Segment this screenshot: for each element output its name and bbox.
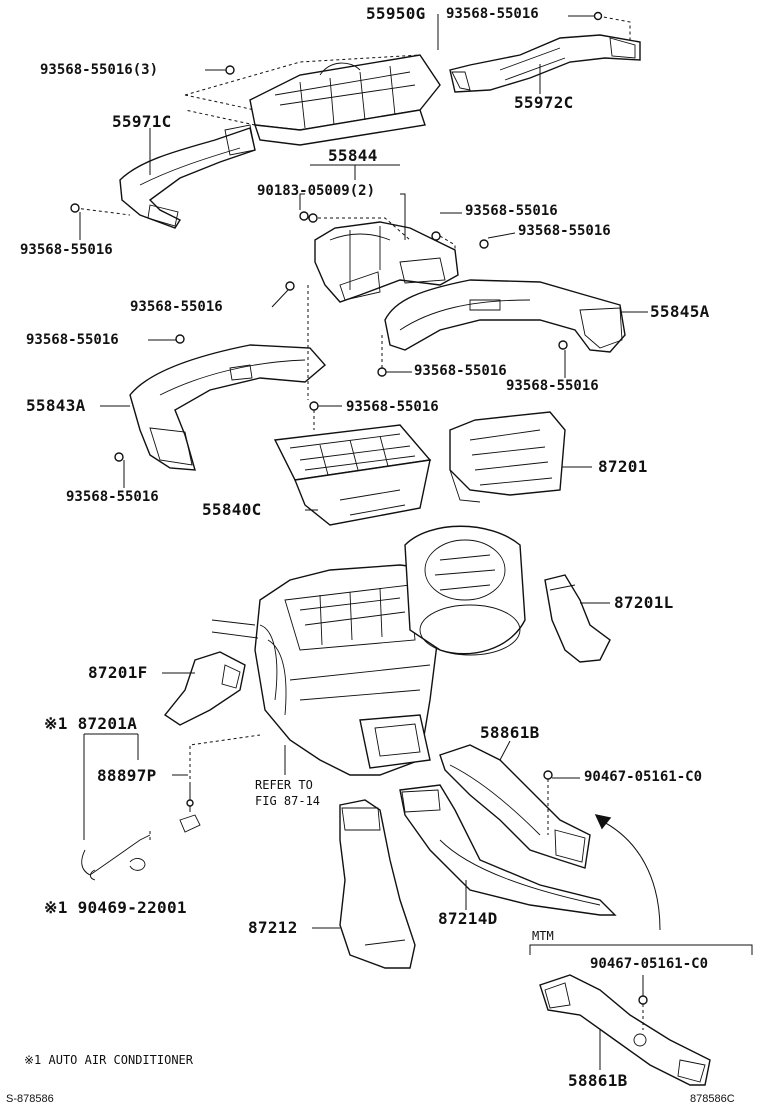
label-55950g: 55950G — [366, 4, 426, 23]
label-87201l: 87201L — [614, 593, 674, 612]
label-90469-22001: ※1 90469-22001 — [44, 898, 187, 917]
label-55971c: 55971C — [112, 112, 172, 131]
part-87214d-duct — [399, 784, 617, 916]
label-87201: 87201 — [598, 457, 648, 476]
label-mtm: MTM — [532, 929, 554, 943]
part-87201-housing — [449, 411, 566, 503]
footnote-auto-air-conditioner: ※1 AUTO AIR CONDITIONER — [24, 1053, 193, 1067]
part-55972c-duct — [449, 34, 641, 93]
part-heater-unit — [211, 525, 526, 776]
label-55845a: 55845A — [650, 302, 710, 321]
leader-dash-55950g — [184, 54, 421, 126]
label-87212: 87212 — [248, 918, 298, 937]
label-93568-55016-mid-2: 93568-55016 — [518, 223, 611, 239]
label-90467-05161-c0-bottom: 90467-05161-C0 — [590, 956, 709, 972]
label-refer-to: REFER TO — [255, 778, 313, 792]
label-93568-55016-left-3: 93568-55016 — [66, 489, 159, 505]
part-55845a-duct — [384, 279, 626, 353]
label-55972c: 55972C — [514, 93, 574, 112]
label-93568-55016-mid-4: 93568-55016 — [414, 363, 507, 379]
diagram-code-right: 878586C — [690, 1093, 735, 1105]
label-93568-55016-mid-5: 93568-55016 — [506, 378, 599, 394]
leader-lines — [79, 14, 648, 1070]
diagram-code-left: S-878586 — [6, 1093, 54, 1105]
part-55950g-duct — [249, 54, 441, 146]
label-93568-55016-left-2: 93568-55016 — [26, 332, 119, 348]
part-55844-duct — [314, 221, 459, 303]
label-93568-55016-mid-6: 93568-55016 — [346, 399, 439, 415]
label-55843a: 55843A — [26, 396, 86, 415]
label-88897p: 88897P — [97, 766, 157, 785]
label-55844: 55844 — [328, 146, 378, 165]
part-55843a-duct — [129, 344, 326, 471]
part-87201f-duct — [163, 651, 246, 726]
label-87201a: ※1 87201A — [44, 714, 138, 733]
label-93568-55016-mid-3: 93568-55016 — [130, 299, 223, 315]
label-refer-fig: FIG 87-14 — [255, 794, 321, 808]
label-93568-55016-top-right: 93568-55016 — [446, 6, 539, 22]
part-87201l-duct — [544, 574, 611, 663]
part-58861b-duct-bottom — [539, 974, 711, 1086]
label-55840c: 55840C — [202, 500, 262, 519]
label-90467-05161-c0-top: 90467-05161-C0 — [584, 769, 703, 785]
label-93568-55016-left-1: 93568-55016 — [20, 242, 113, 258]
part-55971c-duct — [119, 124, 256, 229]
label-93568-55016-mid-1: 93568-55016 — [465, 203, 558, 219]
label-58861b-top: 58861B — [480, 723, 540, 742]
label-58861b-bottom: 58861B — [568, 1071, 628, 1090]
mtm-bracket — [529, 944, 753, 955]
part-87212-duct — [339, 799, 416, 969]
label-93568-55016-qty3: 93568-55016(3) — [40, 62, 159, 78]
label-90183-05009: 90183-05009(2) — [257, 183, 376, 199]
label-87214d: 87214D — [438, 909, 498, 928]
part-88897p-hose — [81, 733, 201, 881]
part-55840c-duct — [273, 424, 432, 526]
label-87201f: 87201F — [88, 663, 148, 682]
